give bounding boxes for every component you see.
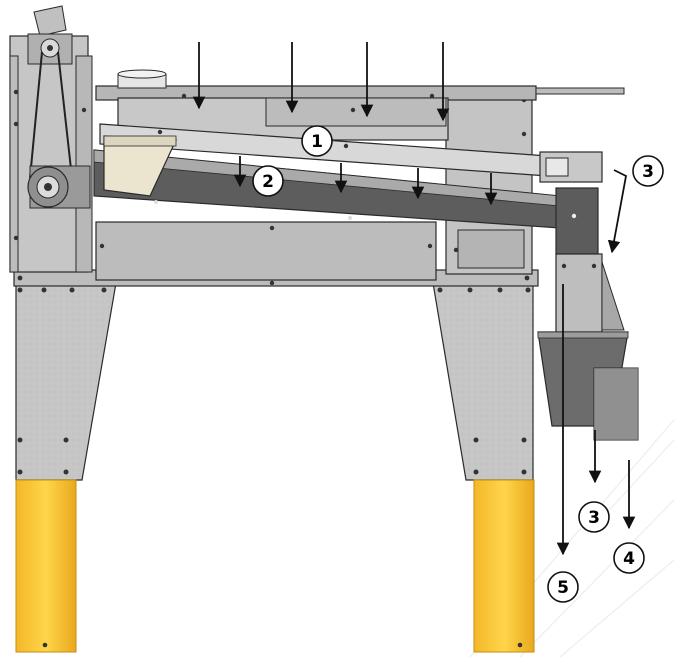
- svg-text:2: 2: [262, 172, 274, 192]
- svg-text:1: 1: [311, 132, 323, 152]
- base-frame: [13, 87, 539, 287]
- motor-icon: [27, 5, 73, 65]
- svg-text:4: 4: [623, 549, 635, 569]
- pulley-icon: [27, 165, 91, 209]
- flow-arrows: [192, 42, 636, 556]
- discharge-assembly: [537, 151, 639, 441]
- drive-assembly: [9, 5, 93, 273]
- feed-chute: [103, 135, 177, 197]
- svg-text:5: 5: [557, 578, 569, 598]
- callout-3-lower: 3: [578, 501, 610, 533]
- left-leg: [15, 282, 117, 653]
- inlet-funnel-icon: [117, 69, 167, 89]
- callout-1: 1: [301, 125, 333, 157]
- svg-text:3: 3: [588, 508, 600, 528]
- callout-3-upper: 3: [632, 155, 664, 187]
- callout-5: 5: [547, 571, 579, 603]
- lower-deck: [93, 149, 561, 229]
- callout-4: 4: [613, 542, 645, 574]
- right-leg: [432, 282, 535, 653]
- leg-bolts: [17, 287, 531, 475]
- svg-text:3: 3: [642, 162, 654, 182]
- callout-2: 2: [252, 165, 284, 197]
